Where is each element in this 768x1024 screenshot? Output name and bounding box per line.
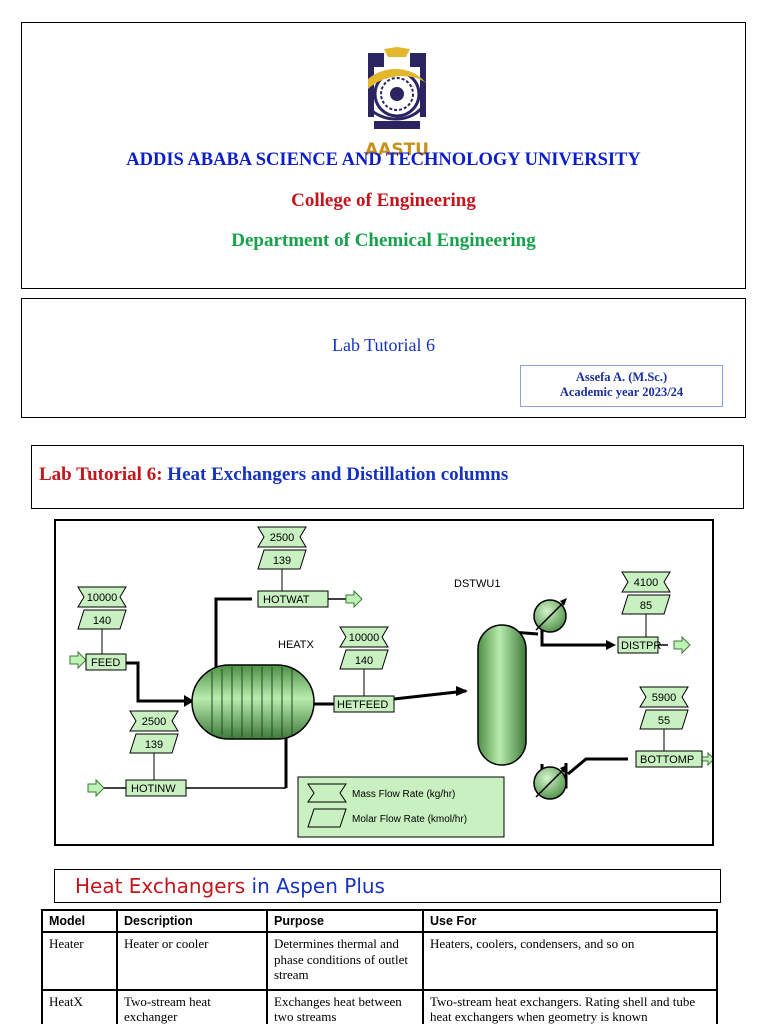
flowsheet-diagram: HEATX DSTWU1 FEED HOTWAT — [69, 526, 712, 838]
lab-card: Lab Tutorial 6 Assefa A. (M.Sc.) Academi… — [21, 298, 746, 418]
svg-text:140: 140 — [93, 615, 111, 627]
svg-text:10000: 10000 — [87, 592, 118, 604]
svg-text:139: 139 — [273, 555, 291, 567]
stream-hotinw — [125, 779, 187, 797]
author-box: Assefa A. (M.Sc.) Academic year 2023/24 — [520, 365, 723, 407]
table-cell: Exchanges heat between two streams — [267, 989, 424, 1024]
section-title: Heat Exchangers and Distillation columns — [167, 464, 509, 485]
distpr-outlet-arrow — [673, 635, 691, 655]
distpr-mass-tag — [621, 571, 671, 593]
academic-year: Academic year 2023/24 — [559, 385, 684, 399]
col-header: Model — [42, 910, 118, 933]
hotinw-mass-tag — [129, 710, 179, 732]
hotinw-molar-tag — [129, 733, 179, 754]
hetfeed-mass-tag — [339, 626, 389, 648]
section-heading: Lab Tutorial 6: Heat Exchangers and Dist… — [31, 445, 744, 509]
hx-title-suffix: in Aspen Plus — [245, 874, 385, 898]
stream-distpr — [617, 636, 659, 654]
svg-text:2500: 2500 — [142, 716, 166, 728]
department-name: Department of Chemical Engineering — [231, 230, 536, 251]
university-name: ADDIS ABABA SCIENCE AND TECHNOLOGY UNIVE… — [126, 150, 641, 170]
column-block — [477, 624, 527, 766]
svg-text:2500: 2500 — [270, 532, 294, 544]
feed-mass-tag — [77, 586, 127, 608]
stream-bottomp — [635, 750, 703, 768]
table-row: HeatX Two-stream heat exchanger Exchange… — [42, 989, 717, 1024]
aastu-logo: AASTU — [365, 47, 429, 160]
svg-text:139: 139 — [145, 739, 163, 751]
table-row: Heater Heater or cooler Determines therm… — [42, 932, 717, 991]
svg-text:55: 55 — [658, 715, 670, 727]
hotwat-molar-tag — [257, 549, 307, 570]
feed-inlet-arrow — [69, 650, 87, 670]
hx-table: Model Description Purpose Use For Heater… — [41, 909, 718, 1024]
svg-text:BOTTOMP: BOTTOMP — [640, 754, 694, 766]
feed-molar-tag — [77, 609, 127, 630]
table-cell: Heater — [42, 932, 118, 991]
svg-text:5900: 5900 — [652, 692, 676, 704]
table-cell: HeatX — [42, 989, 118, 1024]
svg-text:DISTPR: DISTPR — [621, 640, 661, 652]
table-cell: Two-stream heat exchangers. Rating shell… — [423, 989, 717, 1024]
title-card: AASTU ADDIS ABABA SCIENCE AND TECHNOLOGY… — [21, 22, 746, 289]
svg-text:HOTWAT: HOTWAT — [263, 594, 310, 606]
hetfeed-molar-tag — [339, 649, 389, 670]
table-cell: Two-stream heat exchanger — [117, 989, 268, 1024]
svg-text:140: 140 — [355, 655, 373, 667]
svg-text:HOTINW: HOTINW — [131, 783, 176, 795]
logo-wordmark: AASTU — [365, 140, 429, 160]
table-cell: Determines thermal and phase conditions … — [267, 932, 424, 991]
col-header: Description — [117, 910, 268, 933]
hx-section-header: Heat Exchangers in Aspen Plus — [54, 869, 721, 903]
svg-text:4100: 4100 — [634, 577, 658, 589]
svg-text:FEED: FEED — [91, 657, 120, 669]
table-header-row: Model Description Purpose Use For — [42, 910, 717, 933]
column-label: DSTWU1 — [454, 578, 500, 590]
bottomp-molar-tag — [639, 709, 689, 730]
bottomp-mass-tag — [639, 686, 689, 708]
hx-title-main: Heat Exchangers — [75, 874, 246, 898]
author-name: Assefa A. (M.Sc.) — [575, 370, 668, 384]
stream-hotwat — [257, 590, 329, 608]
svg-text:HETFEED: HETFEED — [337, 699, 388, 711]
heatx-label: HEATX — [278, 639, 315, 651]
flowsheet-legend: Mass Flow Rate (kg/hr) Molar Flow Rate (… — [297, 776, 505, 838]
legend-mass: Mass Flow Rate (kg/hr) — [352, 789, 455, 800]
col-header: Use For — [423, 910, 717, 933]
col-header: Purpose — [267, 910, 424, 933]
hotwat-outlet-arrow — [345, 589, 363, 609]
process-flowsheet: HEATX DSTWU1 FEED HOTWAT — [54, 519, 714, 846]
table-cell: Heaters, coolers, condensers, and so on — [423, 932, 717, 991]
college-name: College of Engineering — [291, 190, 476, 211]
lab-title: Lab Tutorial 6 — [331, 335, 435, 355]
section-prefix: Lab Tutorial 6: — [39, 464, 168, 485]
distpr-molar-tag — [621, 594, 671, 615]
hotwat-mass-tag — [257, 526, 307, 548]
table-cell: Heater or cooler — [117, 932, 268, 991]
legend-molar: Molar Flow Rate (kmol/hr) — [352, 814, 467, 825]
stream-feed — [85, 653, 127, 671]
heatx-block — [191, 664, 315, 740]
hotinw-inlet-arrow — [87, 778, 105, 798]
svg-text:85: 85 — [640, 600, 652, 612]
svg-text:10000: 10000 — [349, 632, 380, 644]
